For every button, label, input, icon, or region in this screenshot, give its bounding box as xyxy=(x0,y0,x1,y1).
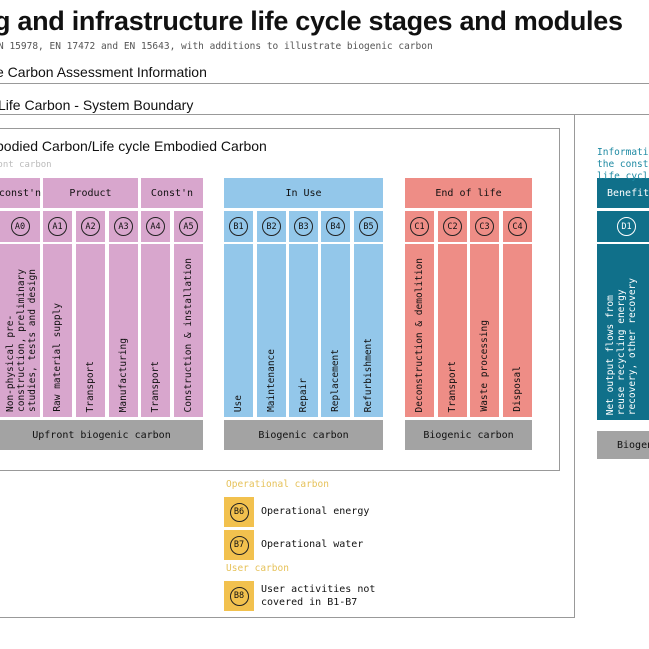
module-code-cell: B5 xyxy=(354,211,383,242)
divider xyxy=(0,114,649,115)
module-column-a2: Transport xyxy=(76,244,105,417)
page-title: g and infrastructure life cycle stages a… xyxy=(0,6,623,36)
module-text-c3: Waste processing xyxy=(479,320,490,412)
module-column-a3: Manufacturing xyxy=(109,244,138,417)
module-text-a5: Construction & installation xyxy=(183,257,194,412)
module-text-c2: Transport xyxy=(447,360,458,412)
info-heading-right: Informati the const life cycl xyxy=(597,147,649,182)
module-code-c2: C2 xyxy=(443,217,462,236)
module-code-cell: A3 xyxy=(109,211,138,242)
module-code-cell: A5 xyxy=(174,211,203,242)
module-code-d1: D1 xyxy=(617,217,636,236)
operational-carbon-heading: Operational carbon xyxy=(226,479,329,490)
module-column-b4: Replacement xyxy=(321,244,350,417)
module-text-b4: Replacement xyxy=(330,349,341,412)
group-header-product: Product xyxy=(43,178,138,208)
embodied-carbon-frame xyxy=(0,128,560,471)
module-code-cell: C2 xyxy=(438,211,467,242)
module-column-b2: Maintenance xyxy=(257,244,286,417)
module-column-b3: Repair xyxy=(289,244,318,417)
module-text-b6: Operational energy xyxy=(261,506,370,517)
module-code-a2: A2 xyxy=(81,217,100,236)
module-text-b8: User activities not covered in B1-B7 xyxy=(261,584,376,608)
group-header-preconstruction: const'n xyxy=(0,178,41,208)
system-boundary-frame xyxy=(0,114,575,618)
embodied-carbon-heading: bodied Carbon/Life cycle Embodied Carbon xyxy=(0,138,267,154)
module-code-c3: C3 xyxy=(475,217,494,236)
module-column-d1: Net output flows from reuse recycling en… xyxy=(597,244,649,420)
upfront-biogenic-bar: Upfront biogenic carbon xyxy=(0,420,203,450)
module-code-c4: C4 xyxy=(508,217,527,236)
module-code-b4: B4 xyxy=(326,217,345,236)
module-code-a4: A4 xyxy=(146,217,165,236)
module-text-a4: Transport xyxy=(150,360,161,412)
module-code-b3: B3 xyxy=(294,217,313,236)
module-code-cell: D1 xyxy=(597,211,649,242)
group-header-benefit: Benefit xyxy=(597,178,649,208)
module-column-c3: Waste processing xyxy=(470,244,499,417)
module-column-c4: Disposal xyxy=(503,244,532,417)
module-code-cell: A1 xyxy=(43,211,72,242)
module-text-a0: Non-physical pre- construction, prelimin… xyxy=(5,269,38,412)
group-header-in-use: In Use xyxy=(224,178,383,208)
module-code-c1: C1 xyxy=(410,217,429,236)
module-code-cell: B2 xyxy=(257,211,286,242)
module-text-b2: Maintenance xyxy=(266,349,277,412)
module-text-b3: Repair xyxy=(298,377,309,412)
module-column-a4: Transport xyxy=(141,244,170,417)
module-text-b7: Operational water xyxy=(261,539,364,550)
module-code-a3: A3 xyxy=(114,217,133,236)
assessment-heading: e Carbon Assessment Information xyxy=(0,64,207,80)
module-column-a1: Raw material supply xyxy=(43,244,72,417)
module-text-b1: Use xyxy=(233,394,244,412)
end-of-life-biogenic-bar: Biogenic carbon xyxy=(405,420,532,450)
module-column-b5: Refurbishment xyxy=(354,244,383,417)
module-text-b5: Refurbishment xyxy=(363,337,374,412)
module-code-b7: B7 xyxy=(229,535,249,555)
benefit-biogenic-bar: Biogen xyxy=(597,431,649,459)
module-text-c4: Disposal xyxy=(512,366,523,412)
module-code-cell: B4 xyxy=(321,211,350,242)
module-box-b6: B6 xyxy=(224,497,254,527)
module-code-a5: A5 xyxy=(179,217,198,236)
module-code-cell: C3 xyxy=(470,211,499,242)
system-boundary-heading: Life Carbon - System Boundary xyxy=(0,97,194,113)
group-header-end-of-life: End of life xyxy=(405,178,532,208)
module-code-cell: B3 xyxy=(289,211,318,242)
module-code-b2: B2 xyxy=(262,217,281,236)
in-use-biogenic-bar: Biogenic carbon xyxy=(224,420,383,450)
module-column-b1: Use xyxy=(224,244,253,417)
module-text-d1: Net output flows from reuse recycling en… xyxy=(605,277,638,415)
module-code-cell: A2 xyxy=(76,211,105,242)
module-code-cell: A4 xyxy=(141,211,170,242)
module-code-cell: C1 xyxy=(405,211,434,242)
group-header-construction: Const'n xyxy=(141,178,203,208)
module-code-b5: B5 xyxy=(359,217,378,236)
module-code-cell: B1 xyxy=(224,211,253,242)
module-box-b8: B8 xyxy=(224,581,254,611)
module-text-a1: Raw material supply xyxy=(52,303,63,412)
module-code-cell: A0 xyxy=(0,211,40,242)
module-text-a2: Transport xyxy=(85,360,96,412)
module-text-a3: Manufacturing xyxy=(118,337,129,412)
module-column-a5: Construction & installation xyxy=(174,244,203,417)
user-carbon-heading: User carbon xyxy=(226,563,289,574)
upfront-carbon-label: ront carbon xyxy=(0,160,52,170)
module-box-b7: B7 xyxy=(224,530,254,560)
module-code-b8: B8 xyxy=(229,586,249,606)
module-code-a0: A0 xyxy=(10,217,30,236)
module-column-a0: Non-physical pre- construction, prelimin… xyxy=(0,244,40,417)
standards-subtitle: N 15978, EN 17472 and EN 15643, with add… xyxy=(0,41,433,52)
module-code-a1: A1 xyxy=(48,217,67,236)
module-code-b6: B6 xyxy=(229,502,249,522)
module-text-c1: Deconstruction & demolition xyxy=(414,257,425,412)
divider xyxy=(0,83,649,84)
module-column-c1: Deconstruction & demolition xyxy=(405,244,434,417)
module-code-cell: C4 xyxy=(503,211,532,242)
module-code-b1: B1 xyxy=(229,217,248,236)
module-column-c2: Transport xyxy=(438,244,467,417)
